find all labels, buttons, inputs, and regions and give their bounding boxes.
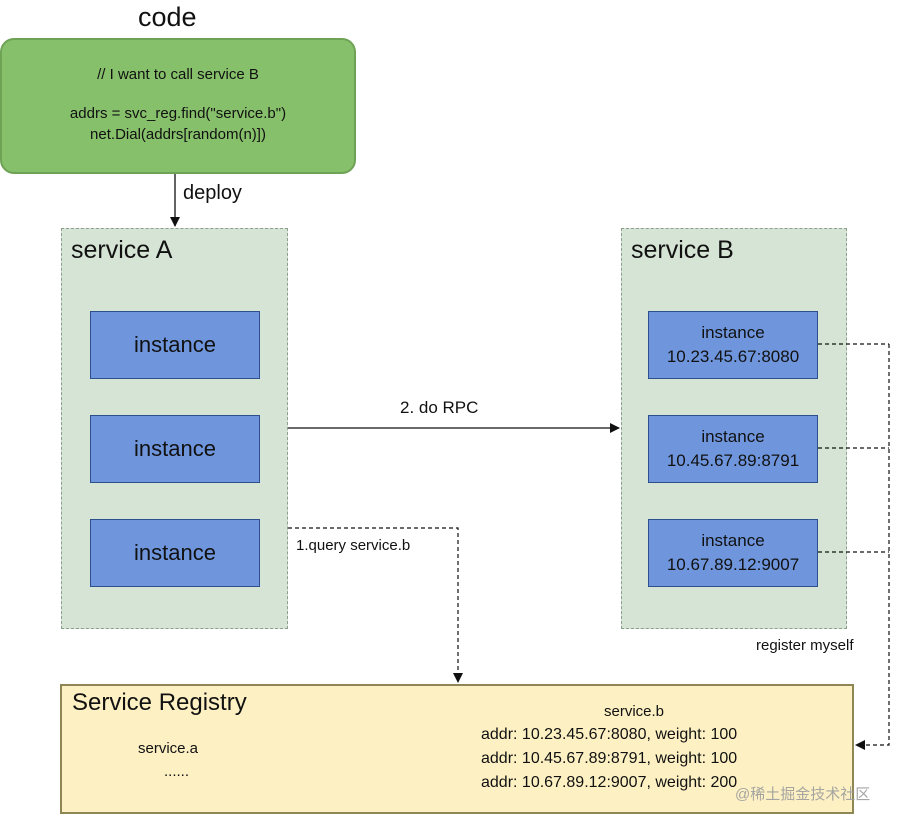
code-title: code bbox=[138, 2, 197, 32]
instance-label: instance bbox=[134, 332, 216, 357]
watermark: @稀土掘金技术社区 bbox=[735, 786, 871, 803]
query-label: 1.query service.b bbox=[296, 537, 411, 554]
service-registry bbox=[60, 684, 854, 814]
instance-label: instance bbox=[134, 436, 216, 461]
registry-title: Service Registry bbox=[72, 689, 247, 716]
registry-service-a-more: ...... bbox=[164, 763, 190, 780]
service-a-instance-3: instance bbox=[90, 519, 260, 587]
instance-address: 10.67.89.12:9007 bbox=[666, 555, 800, 574]
registry-service-a: service.a bbox=[138, 740, 199, 757]
registry-entry: addr: 10.45.67.89:8791, weight: 100 bbox=[481, 750, 738, 767]
service-a-instance-1: instance bbox=[90, 311, 260, 379]
service-b-instance-2: instance 10.45.67.89:8791 bbox=[648, 415, 818, 483]
register-label: register myself bbox=[756, 637, 854, 654]
service-a-instance-2: instance bbox=[90, 415, 260, 483]
instance-label: instance bbox=[134, 540, 216, 565]
code-line-dial: net.Dial(addrs[random(n)]) bbox=[90, 126, 266, 143]
register-arrow bbox=[818, 343, 890, 750]
code-line-find: addrs = svc_reg.find("service.b") bbox=[69, 105, 287, 122]
instance-address: 10.23.45.67:8080 bbox=[666, 347, 800, 366]
registry-entry: addr: 10.67.89.12:9007, weight: 200 bbox=[481, 774, 738, 791]
code-block: // I want to call service B addrs = svc_… bbox=[0, 38, 356, 174]
code-comment: // I want to call service B bbox=[97, 66, 259, 83]
instance-label: instance bbox=[701, 323, 765, 342]
service-b-title: service B bbox=[631, 236, 734, 264]
do-rpc-label: 2. do RPC bbox=[400, 398, 479, 417]
service-b-instance-3: instance 10.67.89.12:9007 bbox=[648, 519, 818, 587]
service-a-title: service A bbox=[71, 236, 173, 264]
instance-label: instance bbox=[701, 531, 765, 550]
service-b-instance-1: instance 10.23.45.67:8080 bbox=[648, 311, 818, 379]
instance-label: instance bbox=[701, 427, 765, 446]
registry-entry: addr: 10.23.45.67:8080, weight: 100 bbox=[481, 726, 738, 743]
registry-service-b: service.b bbox=[604, 703, 665, 720]
deploy-label: deploy bbox=[183, 182, 242, 204]
instance-address: 10.45.67.89:8791 bbox=[666, 451, 800, 470]
query-arrow bbox=[288, 527, 463, 683]
